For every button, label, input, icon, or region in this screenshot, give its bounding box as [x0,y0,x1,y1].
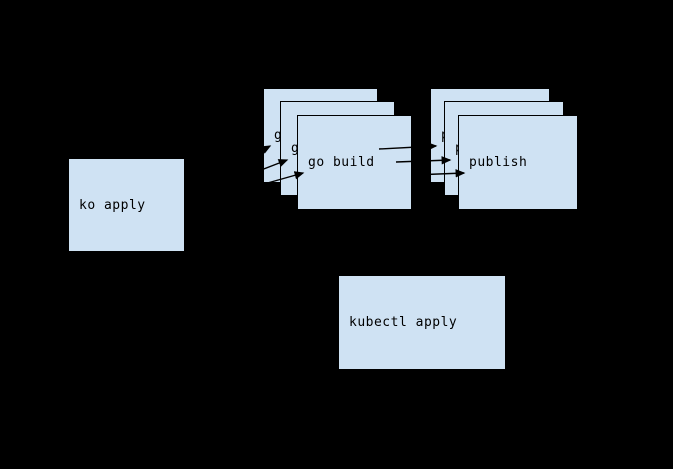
arrow-ko-to-gobuild-back [185,145,272,193]
ko-apply-label: ko apply [79,197,146,213]
ko-apply-box: ko apply [68,158,185,252]
arrow-ko-to-kubectl [126,252,335,322]
publish-box-front: publish [458,115,578,210]
go-build-label-front: go build [308,155,375,170]
go-build-box-front: go build [297,115,412,210]
publish-label-front: publish [469,155,528,170]
kubectl-apply-label: kubectl apply [349,315,458,330]
kubectl-apply-box: kubectl apply [338,275,506,370]
